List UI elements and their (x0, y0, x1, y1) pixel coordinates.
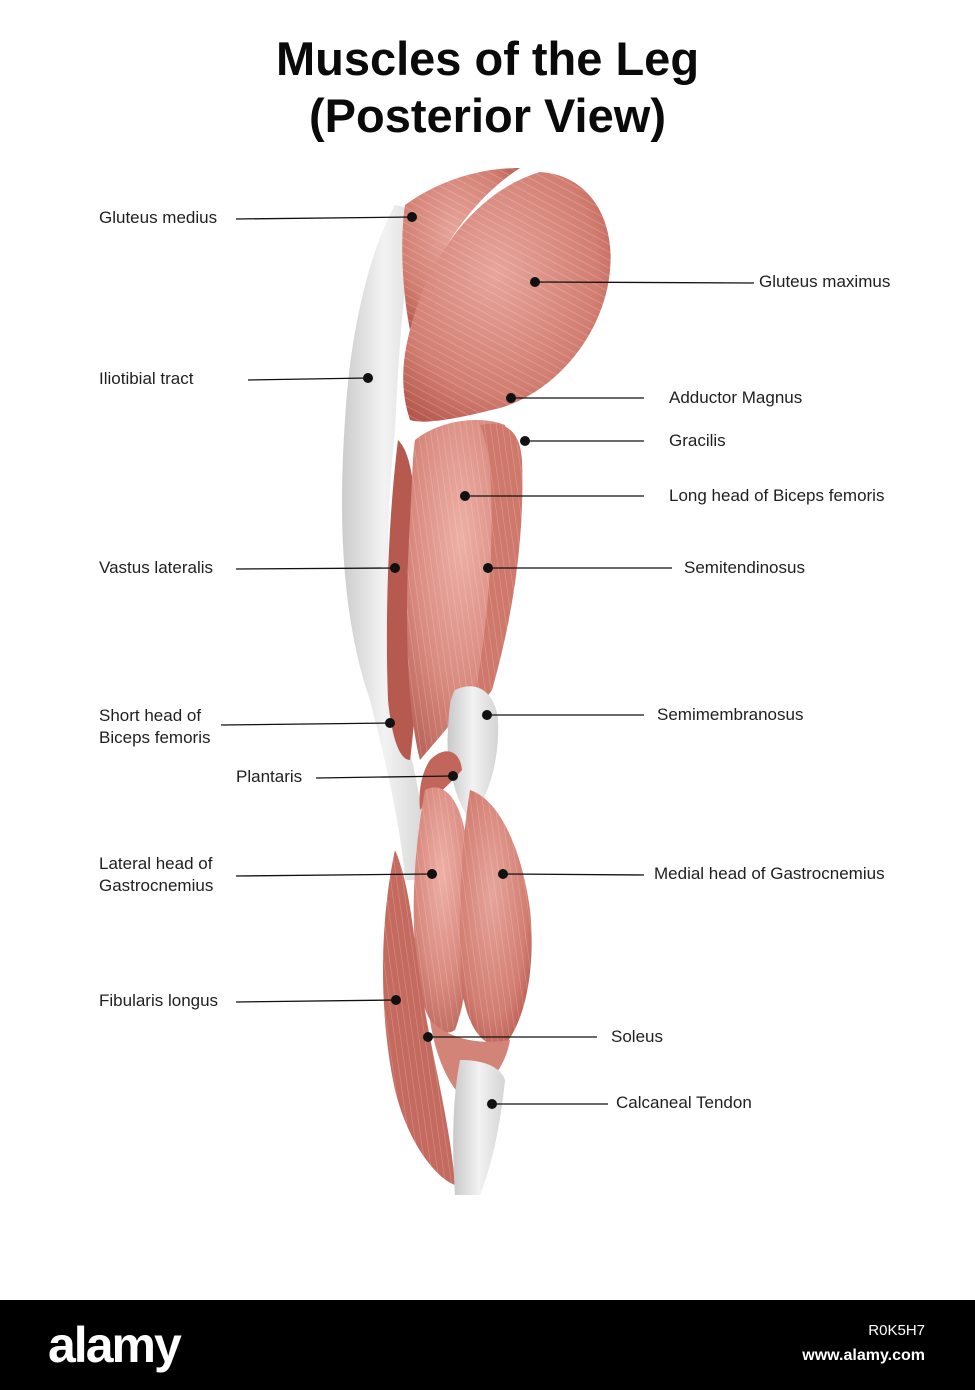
leader-line-vastus-lateralis (235, 567, 396, 570)
label-gluteus-maximus: Gluteus maximus (759, 272, 891, 291)
label-plantaris: Plantaris (236, 767, 303, 786)
leader-dot-adductor-magnus (506, 393, 516, 403)
label-iliotibial-tract: Iliotibial tract (99, 369, 194, 388)
leader-dot-medial-gastrocnemius (498, 869, 508, 879)
leader-line-lateral-gastrocnemius (235, 873, 433, 877)
label-gracilis: Gracilis (669, 431, 726, 450)
calcaneal-tendon-shape (453, 1060, 505, 1195)
leader-dot-fibularis-longus (391, 995, 401, 1005)
label-semitendinosus: Semitendinosus (684, 558, 805, 577)
label-calcaneal-tendon: Calcaneal Tendon (616, 1093, 752, 1112)
image-code: R0K5H7 (868, 1322, 925, 1339)
leader-line-gluteus-medius (235, 216, 413, 220)
leader-line-plantaris (315, 775, 454, 779)
leader-dot-vastus-lateralis (390, 563, 400, 573)
leg-muscle-illustration (220, 168, 755, 1195)
label-fibularis-longus: Fibularis longus (99, 991, 219, 1010)
label-short-head-biceps-femoris: Short head of Biceps femoris (99, 706, 211, 747)
label-semimembranosus: Semimembranosus (657, 705, 804, 724)
leader-dot-soleus (423, 1032, 433, 1042)
leader-dot-gluteus-maximus (530, 277, 540, 287)
iliotibial-tract-shape (341, 205, 426, 880)
leader-dot-plantaris (448, 771, 458, 781)
leader-line-short-head-biceps (220, 722, 391, 726)
leader-line-fibularis-longus (235, 999, 397, 1003)
title-line-1: Muscles of the Leg (275, 32, 700, 85)
label-soleus: Soleus (611, 1027, 663, 1046)
leader-dot-semitendinosus (483, 563, 493, 573)
site-url: www.alamy.com (802, 1347, 925, 1364)
leader-line-iliotibial-tract (247, 377, 369, 381)
watermark-bar: alamy R0K5H7 www.alamy.com (0, 1300, 975, 1390)
leader-dot-lateral-gastrocnemius (427, 869, 437, 879)
label-lateral-head-gastrocnemius: Lateral head of Gastrocnemius (99, 854, 214, 895)
brand-logo: alamy (48, 1317, 182, 1373)
leader-dot-calcaneal-tendon (487, 1099, 497, 1109)
leader-dot-short-head-biceps (385, 718, 395, 728)
leader-dot-gracilis (520, 436, 530, 446)
label-adductor-magnus: Adductor Magnus (669, 388, 803, 407)
leader-line-gluteus-maximus (534, 281, 755, 284)
page-title: Muscles of the Leg (Posterior View) (0, 30, 975, 144)
label-medial-head-gastrocnemius: Medial head of Gastrocnemius (654, 864, 885, 883)
leader-dot-semimembranosus (482, 710, 492, 720)
label-long-head-biceps-femoris: Long head of Biceps femoris (669, 486, 885, 505)
leader-dot-iliotibial-tract (363, 373, 373, 383)
label-gluteus-medius: Gluteus medius (99, 208, 218, 227)
leader-dot-long-head-biceps (460, 491, 470, 501)
leader-dot-gluteus-medius (407, 212, 417, 222)
image-reference: R0K5H7 www.alamy.com (802, 1320, 925, 1367)
title-line-2: (Posterior View) (309, 89, 666, 142)
label-vastus-lateralis: Vastus lateralis (99, 558, 214, 577)
leader-line-medial-gastrocnemius (502, 873, 645, 876)
